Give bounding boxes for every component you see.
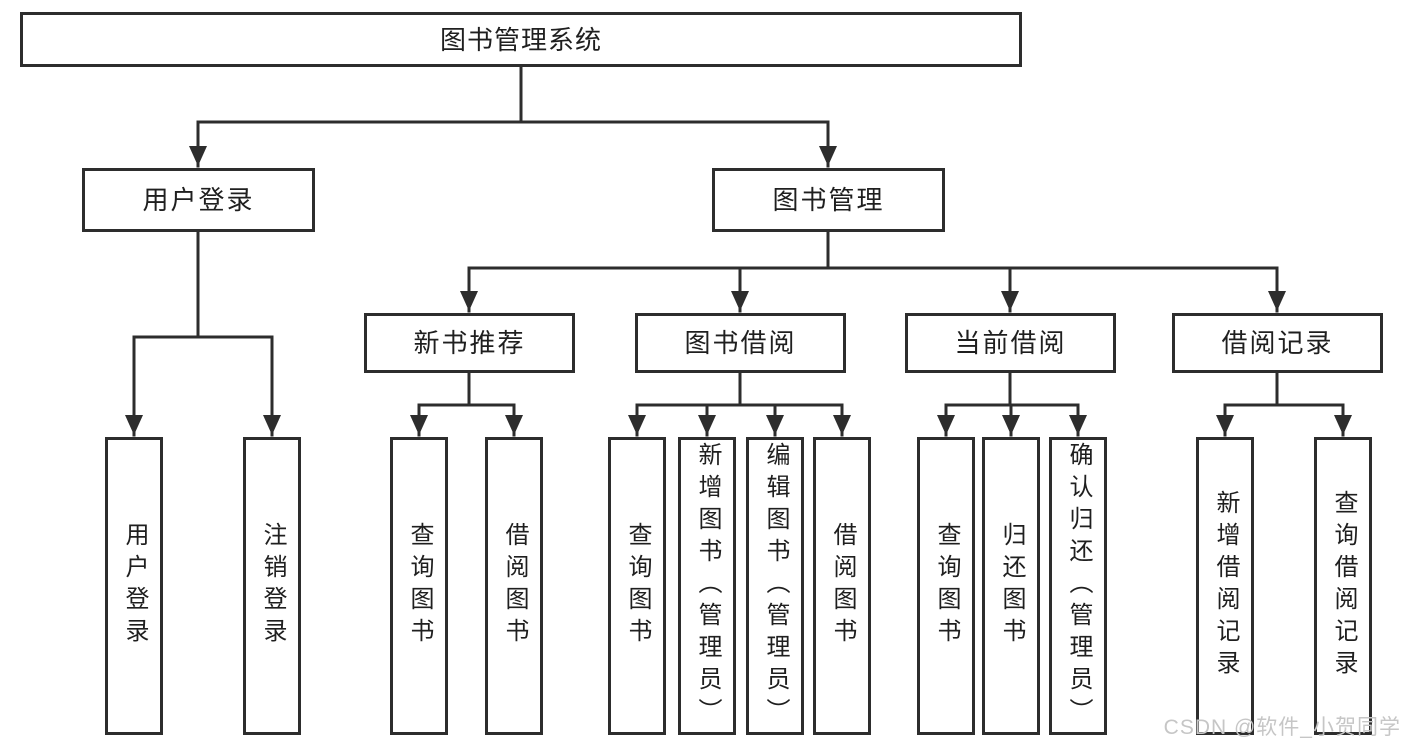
node-current-borrowing: 当前借阅 xyxy=(905,313,1116,373)
node-leaf-add-borrow-record-label: 新增借阅记录 xyxy=(1212,490,1239,682)
node-borrowing-records-label: 借阅记录 xyxy=(1221,328,1334,358)
node-book-management-label: 图书管理 xyxy=(772,185,885,215)
node-leaf-query-books-recommend-label: 查询图书 xyxy=(406,522,433,650)
node-leaf-query-books-current: 查询图书 xyxy=(917,437,975,735)
node-root: 图书管理系统 xyxy=(20,12,1022,67)
node-new-book-recommend: 新书推荐 xyxy=(364,313,575,373)
node-leaf-confirm-return-admin-label: 确认归还（管理员） xyxy=(1065,442,1092,730)
node-leaf-query-books-current-label: 查询图书 xyxy=(933,522,960,650)
node-leaf-query-borrow-record-label: 查询借阅记录 xyxy=(1330,490,1357,682)
node-leaf-add-borrow-record: 新增借阅记录 xyxy=(1196,437,1254,735)
node-leaf-confirm-return-admin: 确认归还（管理员） xyxy=(1049,437,1107,735)
node-user-login: 用户登录 xyxy=(82,168,315,232)
node-book-borrowing-label: 图书借阅 xyxy=(684,328,797,358)
node-leaf-edit-books-admin: 编辑图书（管理员） xyxy=(746,437,804,735)
node-leaf-logout: 注销登录 xyxy=(243,437,301,735)
node-borrowing-records: 借阅记录 xyxy=(1172,313,1383,373)
node-leaf-borrow-books-recommend: 借阅图书 xyxy=(485,437,543,735)
node-current-borrowing-label: 当前借阅 xyxy=(954,328,1067,358)
node-leaf-user-login: 用户登录 xyxy=(105,437,163,735)
node-leaf-query-books-recommend: 查询图书 xyxy=(390,437,448,735)
node-leaf-add-books-admin-label: 新增图书（管理员） xyxy=(694,442,721,730)
node-leaf-user-login-label: 用户登录 xyxy=(121,522,148,650)
node-leaf-logout-label: 注销登录 xyxy=(259,522,286,650)
node-leaf-query-books-borrow-label: 查询图书 xyxy=(624,522,651,650)
node-leaf-return-books-label: 归还图书 xyxy=(998,522,1025,650)
node-leaf-borrow-books: 借阅图书 xyxy=(813,437,871,735)
node-leaf-query-books-borrow: 查询图书 xyxy=(608,437,666,735)
node-book-borrowing: 图书借阅 xyxy=(635,313,846,373)
watermark: CSDN @软件_小贺同学 xyxy=(1163,716,1401,739)
node-new-book-recommend-label: 新书推荐 xyxy=(413,328,526,358)
node-book-management: 图书管理 xyxy=(712,168,945,232)
node-root-label: 图书管理系统 xyxy=(439,24,602,55)
node-leaf-edit-books-admin-label: 编辑图书（管理员） xyxy=(762,442,789,730)
node-leaf-add-books-admin: 新增图书（管理员） xyxy=(678,437,736,735)
node-leaf-query-borrow-record: 查询借阅记录 xyxy=(1314,437,1372,735)
node-leaf-borrow-books-recommend-label: 借阅图书 xyxy=(501,522,528,650)
node-leaf-borrow-books-label: 借阅图书 xyxy=(829,522,856,650)
node-leaf-return-books: 归还图书 xyxy=(982,437,1040,735)
node-user-login-label: 用户登录 xyxy=(142,185,255,215)
